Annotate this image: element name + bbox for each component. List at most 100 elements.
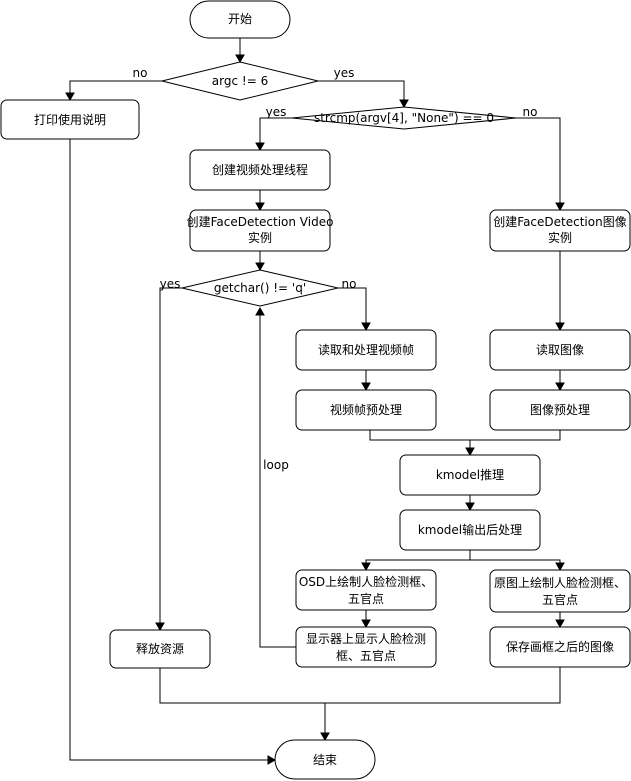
edge-label-loop: loop [263,458,289,472]
arrowhead [361,562,371,572]
display-label-1: 显示器上显示人脸检测 [306,631,426,646]
create-image-box [489,209,631,252]
node-start: 开始 [189,0,291,39]
kmodel-post-label: kmodel输出后处理 [418,522,522,537]
arrowhead [399,99,409,109]
node-create-thread: 创建视频处理线程 [189,149,331,191]
edge-label-argc-no: no [133,66,148,80]
arrowhead [361,382,371,392]
edge-argc-yes [318,80,405,100]
edge-preprocess-merge [369,430,561,441]
edge-label-strcmp-yes: yes [266,105,287,119]
edge-strcmp-no [516,117,561,203]
frame-preprocess-box [295,389,437,431]
node-save-image: 保存画框之后的图像 [489,626,631,668]
edge-strcmp-yes [259,117,292,143]
end-label: 结束 [313,753,337,767]
node-end: 结束 [274,739,376,780]
edge-argc-no [69,80,162,93]
image-preprocess-label: 图像预处理 [530,403,590,417]
create-video-label-1: 创建FaceDetection Video [187,215,334,229]
edge-getchar-no [338,287,367,323]
arrowhead [555,382,565,392]
osd-draw-label-1: OSD上绘制人脸检测框、 [299,574,433,589]
node-osd-draw: OSD上绘制人脸检测框、 五官点 [295,569,437,611]
strcmp-label: strcmp(argv[4], "None") == 0 [314,111,494,125]
arrowhead [255,262,265,272]
arrowhead [255,142,265,152]
edge-post-osd [365,550,471,563]
getchar-label: getchar() != 'q' [214,281,306,295]
release-box [109,629,211,669]
arrowhead [555,619,565,629]
node-create-video: 创建FaceDetection Video 实例 [187,209,334,252]
argc-decision [161,61,319,101]
start-label: 开始 [228,12,252,26]
node-strcmp-check: strcmp(argv[4], "None") == 0 [291,106,517,130]
kmodel-post-box [399,509,541,551]
edge-label-strcmp-no: no [523,105,538,119]
node-read-image: 读取图像 [489,329,631,371]
osd-draw-box [295,569,437,611]
display-label-2: 框、五官点 [336,648,396,663]
arrowhead [465,502,475,512]
edge-usage-end [69,139,268,761]
read-frame-label: 读取和处理视频帧 [318,342,414,357]
arrowhead [65,92,75,102]
release-label: 释放资源 [136,641,184,656]
arrowhead [235,54,245,64]
image-preprocess-box [489,389,631,431]
orig-draw-label-1: 原图上绘制人脸检测框、 [494,575,626,590]
node-orig-draw: 原图上绘制人脸检测框、 五官点 [489,569,631,613]
create-image-label-2: 实例 [548,230,572,245]
start-terminal [189,0,291,39]
edge-label-getchar-no: no [342,277,357,291]
edge-loop [259,315,296,648]
save-image-label: 保存画框之后的图像 [506,639,614,654]
edge-label-argc-yes: yes [334,66,355,80]
node-image-preprocess: 图像预处理 [489,389,631,431]
node-display: 显示器上显示人脸检测 框、五官点 [295,626,437,668]
edge-getchar-yes [159,287,182,623]
read-image-box [489,329,631,371]
arrowhead [465,447,475,457]
argc-label: argc != 6 [212,74,268,88]
save-image-box [489,626,631,668]
end-terminal [274,739,376,780]
arrowhead [255,202,265,212]
arrowhead [155,622,165,632]
edge-end-merge [159,667,561,704]
kmodel-infer-label: kmodel推理 [436,468,504,482]
read-image-label: 读取图像 [536,343,584,357]
create-video-label-2: 实例 [248,230,272,245]
arrowhead [361,619,371,629]
create-image-label-1: 创建FaceDetection图像 [493,215,626,229]
osd-draw-label-2: 五官点 [348,591,384,606]
frame-preprocess-label: 视频帧预处理 [330,402,402,417]
node-create-image: 创建FaceDetection图像 实例 [489,209,631,252]
node-kmodel-infer: kmodel推理 [399,454,541,496]
connectors [65,38,565,765]
arrowhead [555,202,565,212]
print-usage-label: 打印使用说明 [34,112,106,127]
display-box [295,626,437,668]
node-frame-preprocess: 视频帧预处理 [295,389,437,431]
create-thread-label: 创建视频处理线程 [212,162,308,177]
arrowhead [555,562,565,572]
node-read-frame: 读取和处理视频帧 [295,329,437,371]
print-usage-box [0,99,140,140]
kmodel-infer-box [399,454,541,496]
create-video-box [189,209,331,252]
edge-post-orig [470,559,561,563]
node-print-usage: 打印使用说明 [0,99,140,140]
arrowhead [555,322,565,332]
getchar-decision [181,269,339,307]
read-frame-box [295,329,437,371]
orig-draw-box [489,569,631,613]
orig-draw-label-2: 五官点 [542,592,578,607]
edge-labels: no yes yes no yes no loop [133,66,538,472]
arrowhead [320,732,330,742]
arrowhead [267,755,277,765]
strcmp-decision [291,106,517,130]
